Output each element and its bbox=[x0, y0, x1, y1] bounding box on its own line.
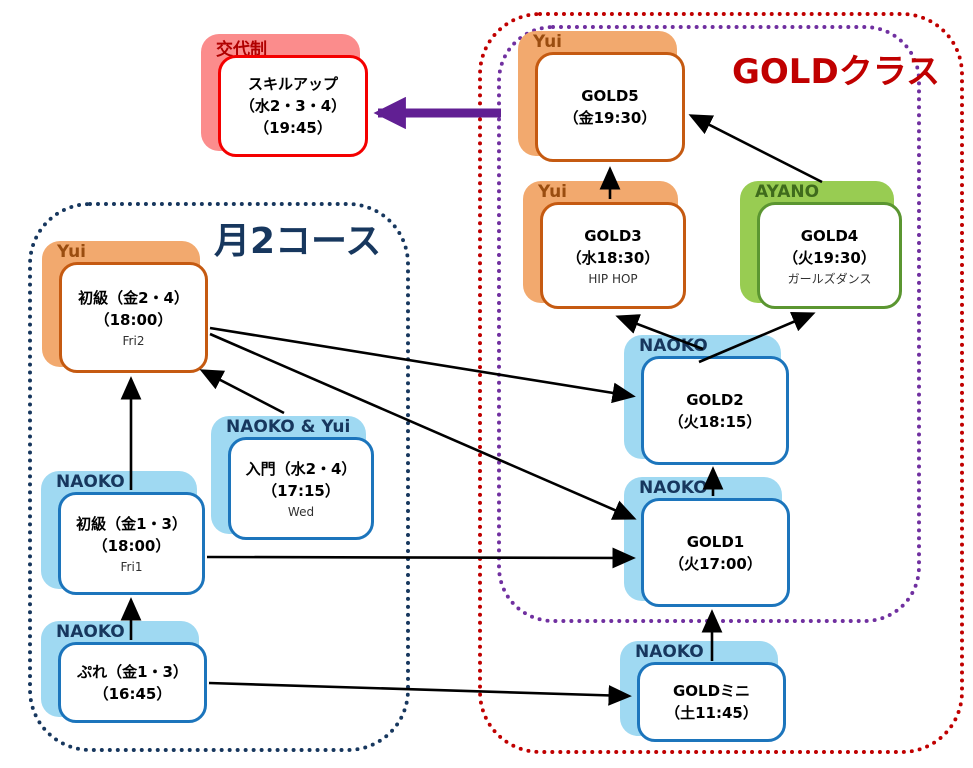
class-note: HIP HOP bbox=[588, 271, 638, 286]
class-name: スキルアップ bbox=[247, 75, 338, 93]
class-note: Fri1 bbox=[120, 559, 143, 574]
class-name: 初級（金1・3） bbox=[76, 514, 187, 533]
class-name: GOLD5 bbox=[581, 87, 639, 105]
card-gold4: AYANO GOLD4 （火19:30） ガールズダンス bbox=[740, 181, 902, 309]
class-schedule: （16:45） bbox=[93, 684, 172, 703]
teacher-label: NAOKO bbox=[56, 622, 125, 642]
class-name: GOLD4 bbox=[800, 226, 859, 245]
card-gold2-box: GOLD2 （火18:15） bbox=[641, 356, 789, 465]
card-goldmini: NAOKO GOLDミニ （土11:45） bbox=[620, 641, 786, 742]
teacher-label: NAOKO & Yui bbox=[226, 417, 351, 437]
class-note: （19:45） bbox=[254, 119, 332, 137]
card-gold2: NAOKO GOLD2 （火18:15） bbox=[624, 335, 789, 465]
card-gold3-box: GOLD3 （水18:30） HIP HOP bbox=[540, 202, 686, 309]
card-goldmini-box: GOLDミニ （土11:45） bbox=[637, 662, 786, 742]
teacher-label: NAOKO bbox=[639, 336, 708, 356]
card-gold3: Yui GOLD3 （水18:30） HIP HOP bbox=[523, 181, 686, 309]
class-name: 初級（金2・4） bbox=[78, 288, 189, 307]
class-note: Fri2 bbox=[122, 333, 145, 348]
card-skillup: 交代制 スキルアップ （水2・3・4） （19:45） bbox=[201, 34, 368, 157]
class-name: GOLD2 bbox=[686, 390, 744, 409]
class-schedule: （火17:00） bbox=[669, 554, 762, 573]
card-beginner24: Yui 初級（金2・4） （18:00） Fri2 bbox=[42, 241, 208, 373]
class-note: Wed bbox=[287, 504, 315, 519]
card-gold5-box: GOLD5 （金19:30） bbox=[535, 52, 685, 162]
class-schedule: （18:00） bbox=[92, 536, 171, 555]
teacher-label: NAOKO bbox=[56, 472, 125, 492]
card-gold1: NAOKO GOLD1 （火17:00） bbox=[624, 477, 790, 607]
class-note: ガールズダンス bbox=[787, 271, 872, 286]
teacher-label: AYANO bbox=[755, 182, 820, 202]
group-title-gold: GOLDクラス bbox=[732, 52, 941, 92]
card-intro: NAOKO & Yui 入門（水2・4） （17:15） Wed bbox=[211, 416, 374, 540]
teacher-label: NAOKO bbox=[635, 642, 704, 662]
class-name: GOLD1 bbox=[686, 532, 745, 551]
class-schedule: （土11:45） bbox=[665, 704, 758, 722]
class-name: GOLDミニ bbox=[672, 682, 751, 700]
class-schedule: （火18:15） bbox=[668, 412, 762, 431]
class-schedule: （水18:30） bbox=[566, 248, 660, 267]
class-schedule: （18:00） bbox=[94, 310, 173, 329]
card-beginner13-box: 初級（金1・3） （18:00） Fri1 bbox=[58, 492, 205, 595]
class-schedule: （金19:30） bbox=[563, 109, 657, 127]
card-pre: NAOKO ぷれ（金1・3） （16:45） bbox=[41, 621, 207, 723]
teacher-label: NAOKO bbox=[639, 478, 708, 498]
card-intro-box: 入門（水2・4） （17:15） Wed bbox=[228, 437, 374, 540]
card-gold1-box: GOLD1 （火17:00） bbox=[641, 498, 790, 607]
group-title-tsuki2: 月2コース bbox=[214, 221, 382, 262]
card-gold5: Yui GOLD5 （金19:30） bbox=[518, 31, 685, 162]
teacher-label: Yui bbox=[57, 242, 87, 262]
class-name: GOLD3 bbox=[584, 226, 642, 245]
teacher-label: Yui bbox=[533, 32, 563, 52]
card-gold4-box: GOLD4 （火19:30） ガールズダンス bbox=[757, 202, 902, 309]
class-name: ぷれ（金1・3） bbox=[77, 662, 188, 681]
card-beginner13: NAOKO 初級（金1・3） （18:00） Fri1 bbox=[41, 471, 205, 595]
card-pre-box: ぷれ（金1・3） （16:45） bbox=[58, 642, 207, 723]
card-skillup-box: スキルアップ （水2・3・4） （19:45） bbox=[218, 55, 368, 157]
card-beginner24-box: 初級（金2・4） （18:00） Fri2 bbox=[59, 262, 208, 373]
class-schedule: （火19:30） bbox=[783, 248, 876, 267]
class-name: 入門（水2・4） bbox=[245, 459, 357, 478]
teacher-label: Yui bbox=[538, 182, 568, 202]
class-schedule: （17:15） bbox=[262, 481, 340, 500]
class-schedule: （水2・3・4） bbox=[239, 97, 347, 115]
